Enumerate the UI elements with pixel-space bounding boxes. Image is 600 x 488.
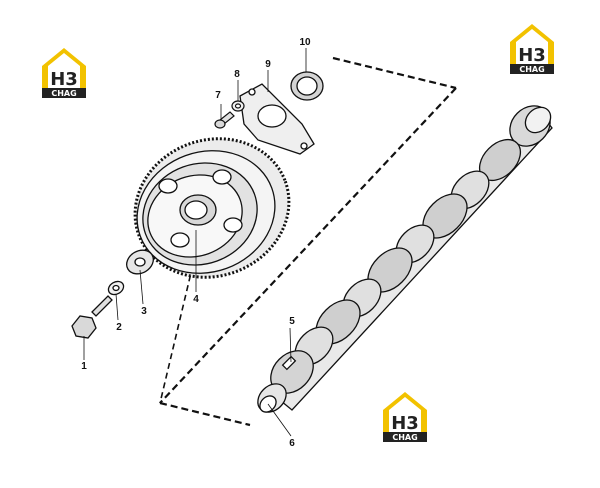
plate-screw <box>214 111 235 129</box>
watermark-mark: H3 <box>391 413 419 434</box>
callout-2: 2 <box>116 322 122 333</box>
callout-labels: 1 2 3 4 5 6 7 8 9 10 <box>81 37 311 449</box>
watermark-logo-bottom: H3 CHAG <box>383 392 427 442</box>
watermark-subtext: CHAG <box>51 89 76 98</box>
callout-1: 1 <box>81 361 87 372</box>
watermark-logo-top-right: H3 CHAG <box>510 24 554 74</box>
plate-screw-washer <box>231 100 245 112</box>
bolt <box>71 295 113 339</box>
callout-8: 8 <box>234 69 240 80</box>
callout-9: 9 <box>265 59 271 70</box>
oil-seal <box>290 71 324 101</box>
watermark-mark: H3 <box>50 69 78 90</box>
lock-washer <box>107 280 125 296</box>
callout-5: 5 <box>289 316 295 327</box>
camshaft-gear <box>133 137 291 279</box>
watermark-logo-top-left: H3 CHAG <box>42 48 86 98</box>
watermark-mark: H3 <box>518 45 546 66</box>
watermark-subtext: CHAG <box>519 65 544 74</box>
thrust-plate <box>239 83 315 155</box>
leader-lines <box>83 48 307 437</box>
camshaft <box>257 105 553 413</box>
callout-4: 4 <box>193 294 199 305</box>
callout-10: 10 <box>299 37 311 48</box>
callout-6: 6 <box>289 438 295 449</box>
callout-7: 7 <box>215 90 221 101</box>
thrust-washer <box>126 249 154 275</box>
callout-3: 3 <box>141 306 147 317</box>
assembly-frame <box>159 56 457 427</box>
watermark-subtext: CHAG <box>392 433 417 442</box>
